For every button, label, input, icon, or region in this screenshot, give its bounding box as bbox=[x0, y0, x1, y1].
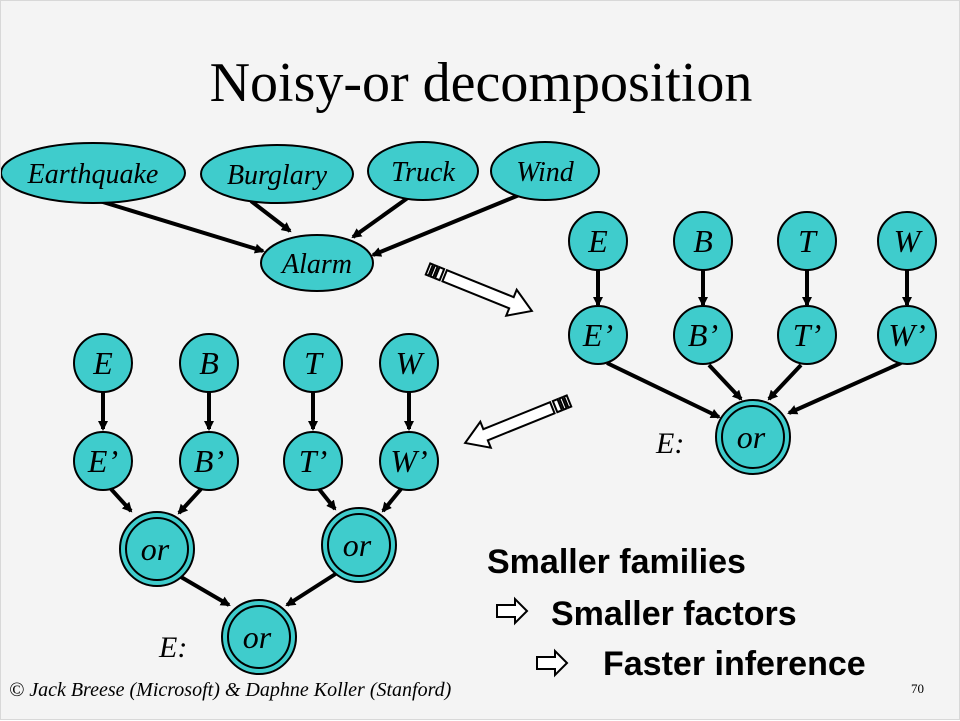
right-node-w-prime: W’ bbox=[877, 305, 937, 365]
left-or-node-2: or bbox=[321, 507, 397, 583]
left-node-e: E bbox=[73, 333, 133, 393]
right-node-t: T bbox=[777, 211, 837, 271]
node-burglary: Burglary bbox=[200, 144, 354, 204]
edge-left-or1-or3 bbox=[179, 575, 231, 607]
left-node-b-prime-label: B’ bbox=[194, 443, 224, 479]
edge-right-e-or bbox=[606, 361, 721, 419]
left-node-e-label: E bbox=[92, 345, 113, 381]
node-burglary-label: Burglary bbox=[227, 160, 328, 191]
left-node-t-prime: T’ bbox=[283, 431, 343, 491]
left-node-b-label: B bbox=[199, 345, 219, 381]
left-node-b-prime: B’ bbox=[179, 431, 239, 491]
left-node-t-label: T bbox=[304, 345, 324, 381]
right-or-node: or bbox=[715, 399, 791, 475]
right-node-b-label: B bbox=[693, 223, 713, 259]
left-node-b: B bbox=[179, 333, 239, 393]
right-node-w-prime-label: W’ bbox=[888, 317, 925, 353]
block-arrow-left bbox=[463, 394, 573, 450]
left-node-w-prime: W’ bbox=[379, 431, 439, 491]
right-node-w: W bbox=[877, 211, 937, 271]
right-node-w-label: W bbox=[894, 223, 924, 259]
left-or-1-label: or bbox=[141, 531, 170, 567]
footer-credit: © Jack Breese (Microsoft) & Daphne Kolle… bbox=[9, 679, 452, 701]
right-node-b-prime: B’ bbox=[673, 305, 733, 365]
node-earthquake: Earthquake bbox=[1, 142, 186, 204]
bullet-arrow-icon bbox=[496, 596, 529, 626]
right-or-label: or bbox=[737, 419, 766, 455]
edge-earthquake-alarm bbox=[92, 197, 265, 254]
edge-left-tprime-or bbox=[317, 487, 337, 511]
bullet-arrow-icon bbox=[536, 648, 569, 678]
bullet-smaller-families: Smaller families bbox=[487, 543, 746, 581]
right-node-b: B bbox=[673, 211, 733, 271]
node-wind-label: Wind bbox=[516, 157, 575, 188]
left-node-w: W bbox=[379, 333, 439, 393]
slide-title: Noisy-or decomposition bbox=[209, 52, 753, 114]
right-node-t-label: T bbox=[798, 223, 818, 259]
node-wind: Wind bbox=[490, 141, 600, 201]
right-node-e-prime: E’ bbox=[568, 305, 628, 365]
edge-right-w-or bbox=[787, 361, 902, 415]
right-node-b-prime-label: B’ bbox=[688, 317, 718, 353]
bullet-smaller-factors: Smaller factors bbox=[551, 595, 797, 633]
right-node-e: E bbox=[568, 211, 628, 271]
node-alarm-label: Alarm bbox=[280, 249, 352, 280]
page-number: 70 bbox=[911, 681, 924, 696]
edge-right-t-or bbox=[767, 363, 803, 401]
right-node-t-prime-label: T’ bbox=[793, 317, 821, 353]
edge-left-wprime-or bbox=[381, 487, 403, 513]
edge-right-b-or bbox=[707, 363, 743, 401]
right-e-label: E: bbox=[655, 427, 684, 460]
edge-truck-alarm bbox=[351, 195, 411, 239]
node-truck: Truck bbox=[367, 141, 479, 201]
block-arrow-right bbox=[424, 262, 534, 318]
left-or-3-label: or bbox=[243, 619, 272, 655]
left-node-t-prime-label: T’ bbox=[299, 443, 327, 479]
edge-wind-alarm bbox=[371, 189, 530, 257]
edge-left-bprime-or bbox=[177, 487, 203, 515]
node-earthquake-label: Earthquake bbox=[27, 159, 159, 190]
node-alarm: Alarm bbox=[260, 234, 374, 292]
left-or-node-3: or bbox=[221, 599, 297, 675]
edge-left-eprime-or bbox=[109, 487, 133, 513]
node-truck-label: Truck bbox=[391, 157, 455, 188]
left-node-t: T bbox=[283, 333, 343, 393]
left-e-label: E: bbox=[158, 631, 187, 664]
bullet-faster-inference: Faster inference bbox=[603, 645, 866, 683]
edge-left-or2-or3 bbox=[285, 571, 339, 607]
right-node-e-prime-label: E’ bbox=[582, 317, 613, 353]
right-node-t-prime: T’ bbox=[777, 305, 837, 365]
left-or-2-label: or bbox=[343, 527, 372, 563]
left-node-e-prime-label: E’ bbox=[87, 443, 118, 479]
left-node-w-prime-label: W’ bbox=[390, 443, 427, 479]
left-node-w-label: W bbox=[396, 345, 426, 381]
left-or-node-1: or bbox=[119, 511, 195, 587]
edge-burglary-alarm bbox=[249, 199, 292, 233]
right-node-e-label: E bbox=[587, 223, 608, 259]
left-node-e-prime: E’ bbox=[73, 431, 133, 491]
